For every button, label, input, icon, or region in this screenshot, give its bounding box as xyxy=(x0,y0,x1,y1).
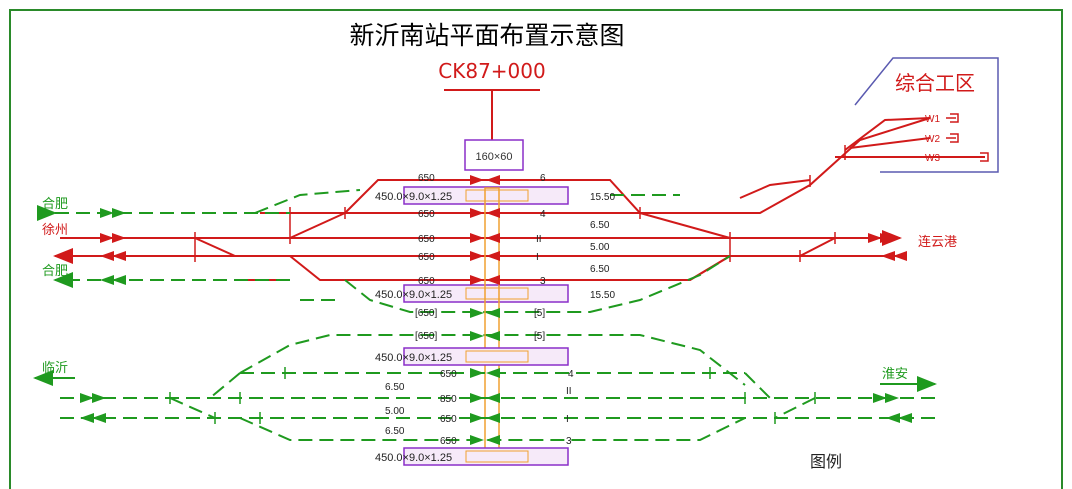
mileage-label: CK87+000 xyxy=(438,59,545,83)
track-5-a xyxy=(344,255,731,313)
platform-upper-1 xyxy=(403,186,569,205)
track-6-length: 650 xyxy=(418,173,435,184)
depot-track-w2 xyxy=(849,137,931,149)
lower-yard xyxy=(60,372,935,441)
track-I-spacing: 5.00 xyxy=(590,242,610,253)
dest-hefei-bottom: 合肥 xyxy=(42,264,68,279)
crossover-left xyxy=(194,237,236,257)
depot-w3: W3 xyxy=(925,153,940,164)
station-building xyxy=(464,139,524,171)
arrow-xuzhou-3 xyxy=(100,251,114,261)
green-connector-1 xyxy=(254,189,361,214)
dest-linyi: 临沂 xyxy=(42,361,68,376)
platform-lower-2 xyxy=(403,447,569,466)
dest-xuzhou: 徐州 xyxy=(42,223,68,238)
lower-track-II-spacing: 6.50 xyxy=(385,382,405,393)
depot-boundary xyxy=(854,57,999,173)
lower-track-I-spacing: 5.00 xyxy=(385,406,405,417)
diagram-title: 新沂南站平面布置示意图 xyxy=(349,21,624,50)
track-5a-spacing: 15.50 xyxy=(590,290,615,301)
track-II-length: 650 xyxy=(418,234,435,245)
track-3-length: 650 xyxy=(418,276,435,287)
lower-crossover-left xyxy=(169,397,216,419)
track-II-name: II xyxy=(536,234,542,245)
stairs-2 xyxy=(465,287,529,300)
track-I-name: I xyxy=(536,252,539,263)
arrow-lyg-1 xyxy=(880,233,894,243)
lower-track-I-length: 650 xyxy=(440,414,457,425)
arrow-hefei-3 xyxy=(100,275,114,285)
platform-lower-2-label: 450.0×9.0×1.25 xyxy=(375,452,452,464)
arrow-lyg-3 xyxy=(881,251,895,261)
track-5a-name: [5] xyxy=(534,308,545,319)
lower-track-3-length: 650 xyxy=(440,436,457,447)
arrow-xuzhou-4 xyxy=(112,251,126,261)
lower-track-3-name: 3 xyxy=(566,436,572,447)
arrow-lyg-2 xyxy=(868,233,882,243)
platform-lower-1 xyxy=(403,347,569,366)
arrow-hefei-1 xyxy=(100,208,114,218)
lower-track-3-spacing: 6.50 xyxy=(385,426,405,437)
depot-track-w1 xyxy=(844,117,931,151)
arrow-lyg-4 xyxy=(893,251,907,261)
track-6-name: 6 xyxy=(540,173,546,184)
track-5a-length: [650] xyxy=(415,308,437,319)
track-4-name: 4 xyxy=(540,209,546,220)
platform-lower-1-label: 450.0×9.0×1.25 xyxy=(375,352,452,364)
depot-siding xyxy=(739,179,811,199)
arrow-hefei-2 xyxy=(112,208,126,218)
lower-crossover-right xyxy=(774,397,816,419)
dest-hefei-top: 合肥 xyxy=(42,197,68,212)
track-5b-name: [5] xyxy=(534,331,545,342)
track-4-length: 650 xyxy=(418,209,435,220)
track-4-spacing: 15.50 xyxy=(590,192,615,203)
stairs-1 xyxy=(465,189,529,202)
station-building-size: 160×60 xyxy=(475,151,512,163)
arrow-xuzhou-2 xyxy=(112,233,126,243)
depot-w1: W1 xyxy=(925,114,940,125)
depot-label: 综合工区 xyxy=(895,71,975,95)
platform-upper-2-label: 450.0×9.0×1.25 xyxy=(375,289,452,301)
lower-track-3 xyxy=(239,417,746,441)
lower-track-4-name: 4 xyxy=(568,369,574,380)
lower-track-I-name: I xyxy=(566,414,569,425)
diagram-frame xyxy=(9,9,1063,489)
platform-upper-1-label: 450.0×9.0×1.25 xyxy=(375,191,452,203)
crossover-left-2 xyxy=(289,212,346,239)
lower-track-II-length: 850 xyxy=(440,394,457,405)
lower-track-II-name: II xyxy=(566,386,572,397)
track-3 xyxy=(289,255,731,281)
crossover-right xyxy=(639,212,731,239)
track-3-name: 3 xyxy=(540,276,546,287)
depot-lead xyxy=(730,117,931,214)
arrow-hefei-4 xyxy=(112,275,126,285)
arrow-xuzhou-1 xyxy=(100,233,114,243)
track-I-length: 650 xyxy=(418,252,435,263)
legend-label: 图例 xyxy=(810,452,842,471)
dest-lianyungang: 连云港 xyxy=(918,234,957,250)
lower-track-4-length: 650 xyxy=(440,369,457,380)
dest-huaian: 淮安 xyxy=(882,367,908,382)
platform-upper-2 xyxy=(403,284,569,303)
track-II-spacing: 6.50 xyxy=(590,220,610,231)
track-5b-length: [650] xyxy=(415,331,437,342)
crossover-right-3 xyxy=(799,237,836,257)
track-3-spacing: 6.50 xyxy=(590,264,610,275)
depot-w2: W2 xyxy=(925,134,940,145)
